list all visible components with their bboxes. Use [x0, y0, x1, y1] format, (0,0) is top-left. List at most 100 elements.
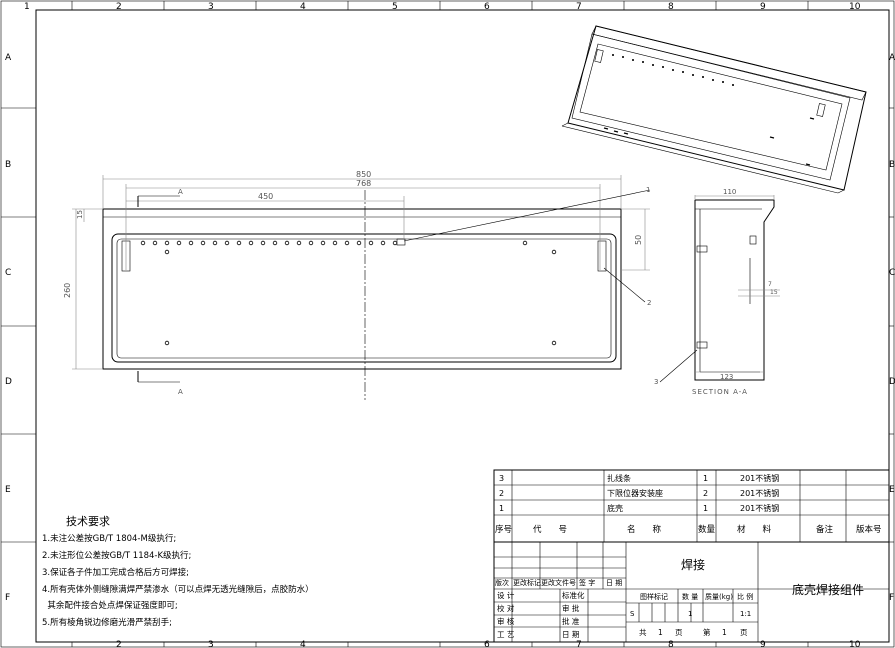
zone-letter: C — [5, 268, 11, 278]
std-role: 批 准 — [562, 616, 580, 626]
tech-req-item: 4.所有壳体外侧缝隙满焊严禁渗水（可以点焊无透光缝隙后，点胶防水） — [42, 584, 314, 595]
sign-role: 工 艺 — [497, 630, 514, 639]
balloon-1: 1 — [646, 186, 650, 194]
bom-header-material: 材 料 — [737, 524, 772, 535]
bom-header-qty: 数量 — [698, 524, 716, 535]
zone-letter: C — [889, 268, 895, 278]
bom-name: 底壳 — [607, 503, 623, 513]
dim-overall-width: 850 — [356, 170, 371, 179]
zone-number: 6 — [484, 2, 490, 12]
zone-letter: B — [889, 160, 895, 170]
tech-req-item: 其余配件接合处点焊保证强度即可; — [42, 600, 178, 611]
bom-seq: 3 — [499, 474, 504, 483]
rev-header: 日 期 — [606, 579, 622, 587]
qty-label: 数 量 — [682, 592, 698, 601]
zone-number: 6 — [484, 640, 490, 648]
zone-letter: E — [5, 485, 11, 495]
sign-role: 设 计 — [497, 590, 515, 600]
zone-number: 10 — [849, 2, 861, 12]
bom-qty: 1 — [703, 474, 708, 483]
zone-number: 8 — [668, 2, 674, 12]
bom-material: 201不锈钢 — [740, 488, 779, 498]
rev-header: 更改标记 — [513, 578, 541, 587]
isometric-hole-row — [612, 54, 734, 86]
part-name: 底壳焊接组件 — [792, 582, 864, 597]
bom-name: 扎线条 — [607, 473, 631, 483]
bom-header-name: 名 称 — [627, 524, 662, 535]
technical-requirements: 技术要求 1.未注公差按GB/T 1804-M级执行; 2.未注形位公差按GB/… — [42, 515, 314, 628]
bom-name: 下限位器安装座 — [607, 488, 663, 498]
sheet-no: 1 — [722, 628, 727, 637]
qty-value: 1 — [688, 610, 692, 618]
tech-req-title: 技术要求 — [66, 515, 110, 528]
tech-req-item: 1.未注公差按GB/T 1804-M级执行; — [42, 533, 176, 544]
bom-header-version: 版本号 — [856, 524, 882, 535]
zone-number: 5 — [392, 2, 398, 12]
zone-number: 9 — [760, 640, 766, 648]
section-marker-bottom: A — [178, 388, 183, 396]
dim-hole-span: 450 — [258, 192, 273, 201]
mass-label: 质量(kg) — [705, 592, 733, 601]
rev-header: 签 字 — [579, 578, 595, 587]
zone-letter: F — [5, 593, 10, 603]
zone-number: 4 — [300, 640, 306, 648]
sheet-total-label: 共 — [639, 628, 647, 637]
sign-role: 校 对 — [497, 603, 515, 613]
zone-number: 2 — [116, 2, 122, 12]
mounting-hole-row — [140, 240, 557, 346]
zone-letter: E — [889, 485, 895, 495]
dim-inner-width: 768 — [356, 179, 371, 188]
process-name: 焊接 — [681, 557, 705, 572]
tech-req-item: 3.保证各子件加工完成合格后方可焊接; — [42, 567, 189, 578]
zone-number: 1 — [24, 2, 30, 12]
zone-number: 3 — [208, 2, 214, 12]
dim-left-small: 15 — [76, 210, 84, 219]
rev-header: 版次 — [495, 578, 509, 587]
bom-material: 201不锈钢 — [740, 503, 779, 513]
bill-of-materials: 3 扎线条 1 201不锈钢 2 下限位器安装座 2 201不锈钢 1 底壳 1… — [493, 469, 890, 543]
zone-labels-top: 1 2 3 4 5 6 7 8 9 10 — [24, 2, 861, 12]
title-block: 版次 更改标记 更改文件号 签 字 日 期 设 计 校 对 审 核 工 艺 标准… — [493, 541, 890, 643]
section-label: SECTION A-A — [692, 388, 748, 396]
bom-seq: 1 — [499, 504, 504, 513]
zone-labels-side: A B C D E F A B C D E F — [5, 53, 895, 603]
sheet-unit: 页 — [675, 628, 683, 637]
zone-letter: F — [889, 593, 894, 603]
zone-number: 7 — [576, 2, 582, 12]
isometric-view — [561, 25, 867, 194]
section-a-a-view: 110 123 7 15 3 SECTION A-A — [654, 188, 780, 396]
bom-seq: 2 — [499, 489, 504, 498]
section-marker-top: A — [178, 188, 183, 196]
rev-header: 更改文件号 — [541, 578, 576, 587]
dim-side-top: 110 — [723, 188, 736, 196]
bom-header-code: 代 号 — [533, 524, 567, 535]
dim-side-small-b: 15 — [770, 289, 778, 296]
dim-height: 260 — [63, 283, 72, 298]
scale-value: 1:1 — [740, 610, 751, 618]
bom-header-seq: 序号 — [495, 524, 512, 535]
balloon-3: 3 — [654, 378, 658, 386]
zone-number: 2 — [116, 640, 122, 648]
zone-number: 8 — [668, 640, 674, 648]
dim-side-bottom: 123 — [720, 373, 733, 381]
bom-qty: 2 — [703, 489, 708, 498]
scale-label: 比 例 — [737, 592, 753, 601]
std-role: 审 批 — [562, 603, 580, 613]
balloon-2: 2 — [647, 299, 651, 307]
std-role: 日 期 — [562, 630, 579, 639]
dim-side-small-a: 7 — [768, 281, 772, 288]
std-role: 标准化 — [562, 590, 585, 600]
dim-flange: 50 — [634, 235, 643, 245]
bom-header-note: 备注 — [816, 524, 834, 535]
sheet-total: 1 — [658, 628, 663, 637]
zone-number: 9 — [760, 2, 766, 12]
zone-number: 4 — [300, 2, 306, 12]
zone-letter: D — [889, 377, 895, 387]
front-view: 850 768 450 260 50 15 A A 1 2 — [63, 170, 651, 400]
zone-letter: A — [889, 53, 895, 63]
sign-role: 审 核 — [497, 616, 515, 626]
stage-value: S — [630, 610, 635, 618]
zone-letter: D — [5, 377, 12, 387]
